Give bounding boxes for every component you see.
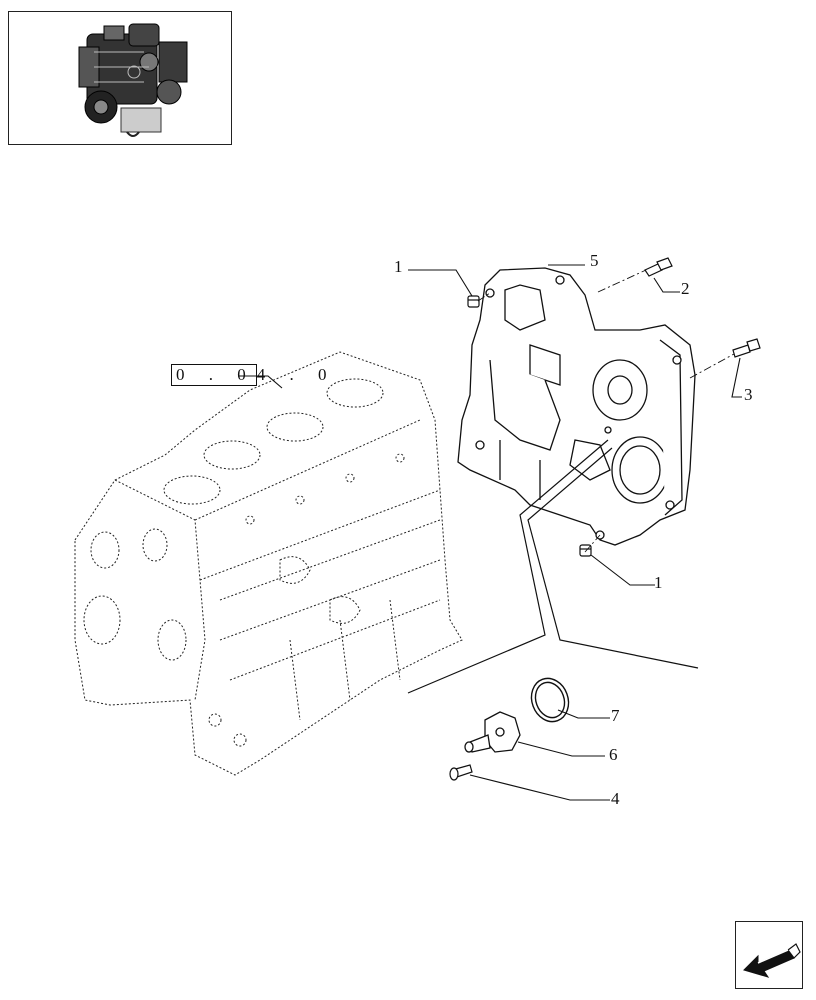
back-navigation-button[interactable]	[735, 921, 803, 989]
o-ring-part-7	[530, 677, 570, 723]
detail-view-lines	[407, 439, 699, 694]
bolt-part-3	[732, 338, 761, 358]
reference-code-rest: 4 . 0	[256, 365, 337, 384]
sensor-part-6	[464, 711, 521, 753]
assembly-axis-lines	[477, 269, 735, 553]
engine-thumbnail[interactable]	[8, 11, 232, 145]
callout-6: 6	[609, 745, 618, 764]
callout-5: 5	[590, 251, 599, 270]
callout-7: 7	[611, 706, 620, 725]
back-arrow-icon	[743, 943, 801, 978]
timing-gear-housing	[457, 267, 696, 546]
callout-1-top: 1	[394, 257, 403, 276]
callout-3: 3	[744, 385, 753, 404]
callout-4: 4	[611, 789, 620, 808]
screw-part-4	[449, 764, 473, 781]
leader-lines	[238, 264, 742, 801]
callout-1-bottom: 1	[654, 573, 663, 592]
reference-group-label[interactable]: 0 . 04 . 0	[171, 364, 337, 386]
callout-2: 2	[681, 279, 690, 298]
engine-block-outline	[74, 351, 463, 776]
engine-thumbnail-icon	[78, 23, 188, 137]
bolt-part-2	[644, 257, 673, 277]
reference-code-boxed: 0 . 0	[171, 364, 257, 386]
plug-part-1-top	[467, 295, 480, 308]
